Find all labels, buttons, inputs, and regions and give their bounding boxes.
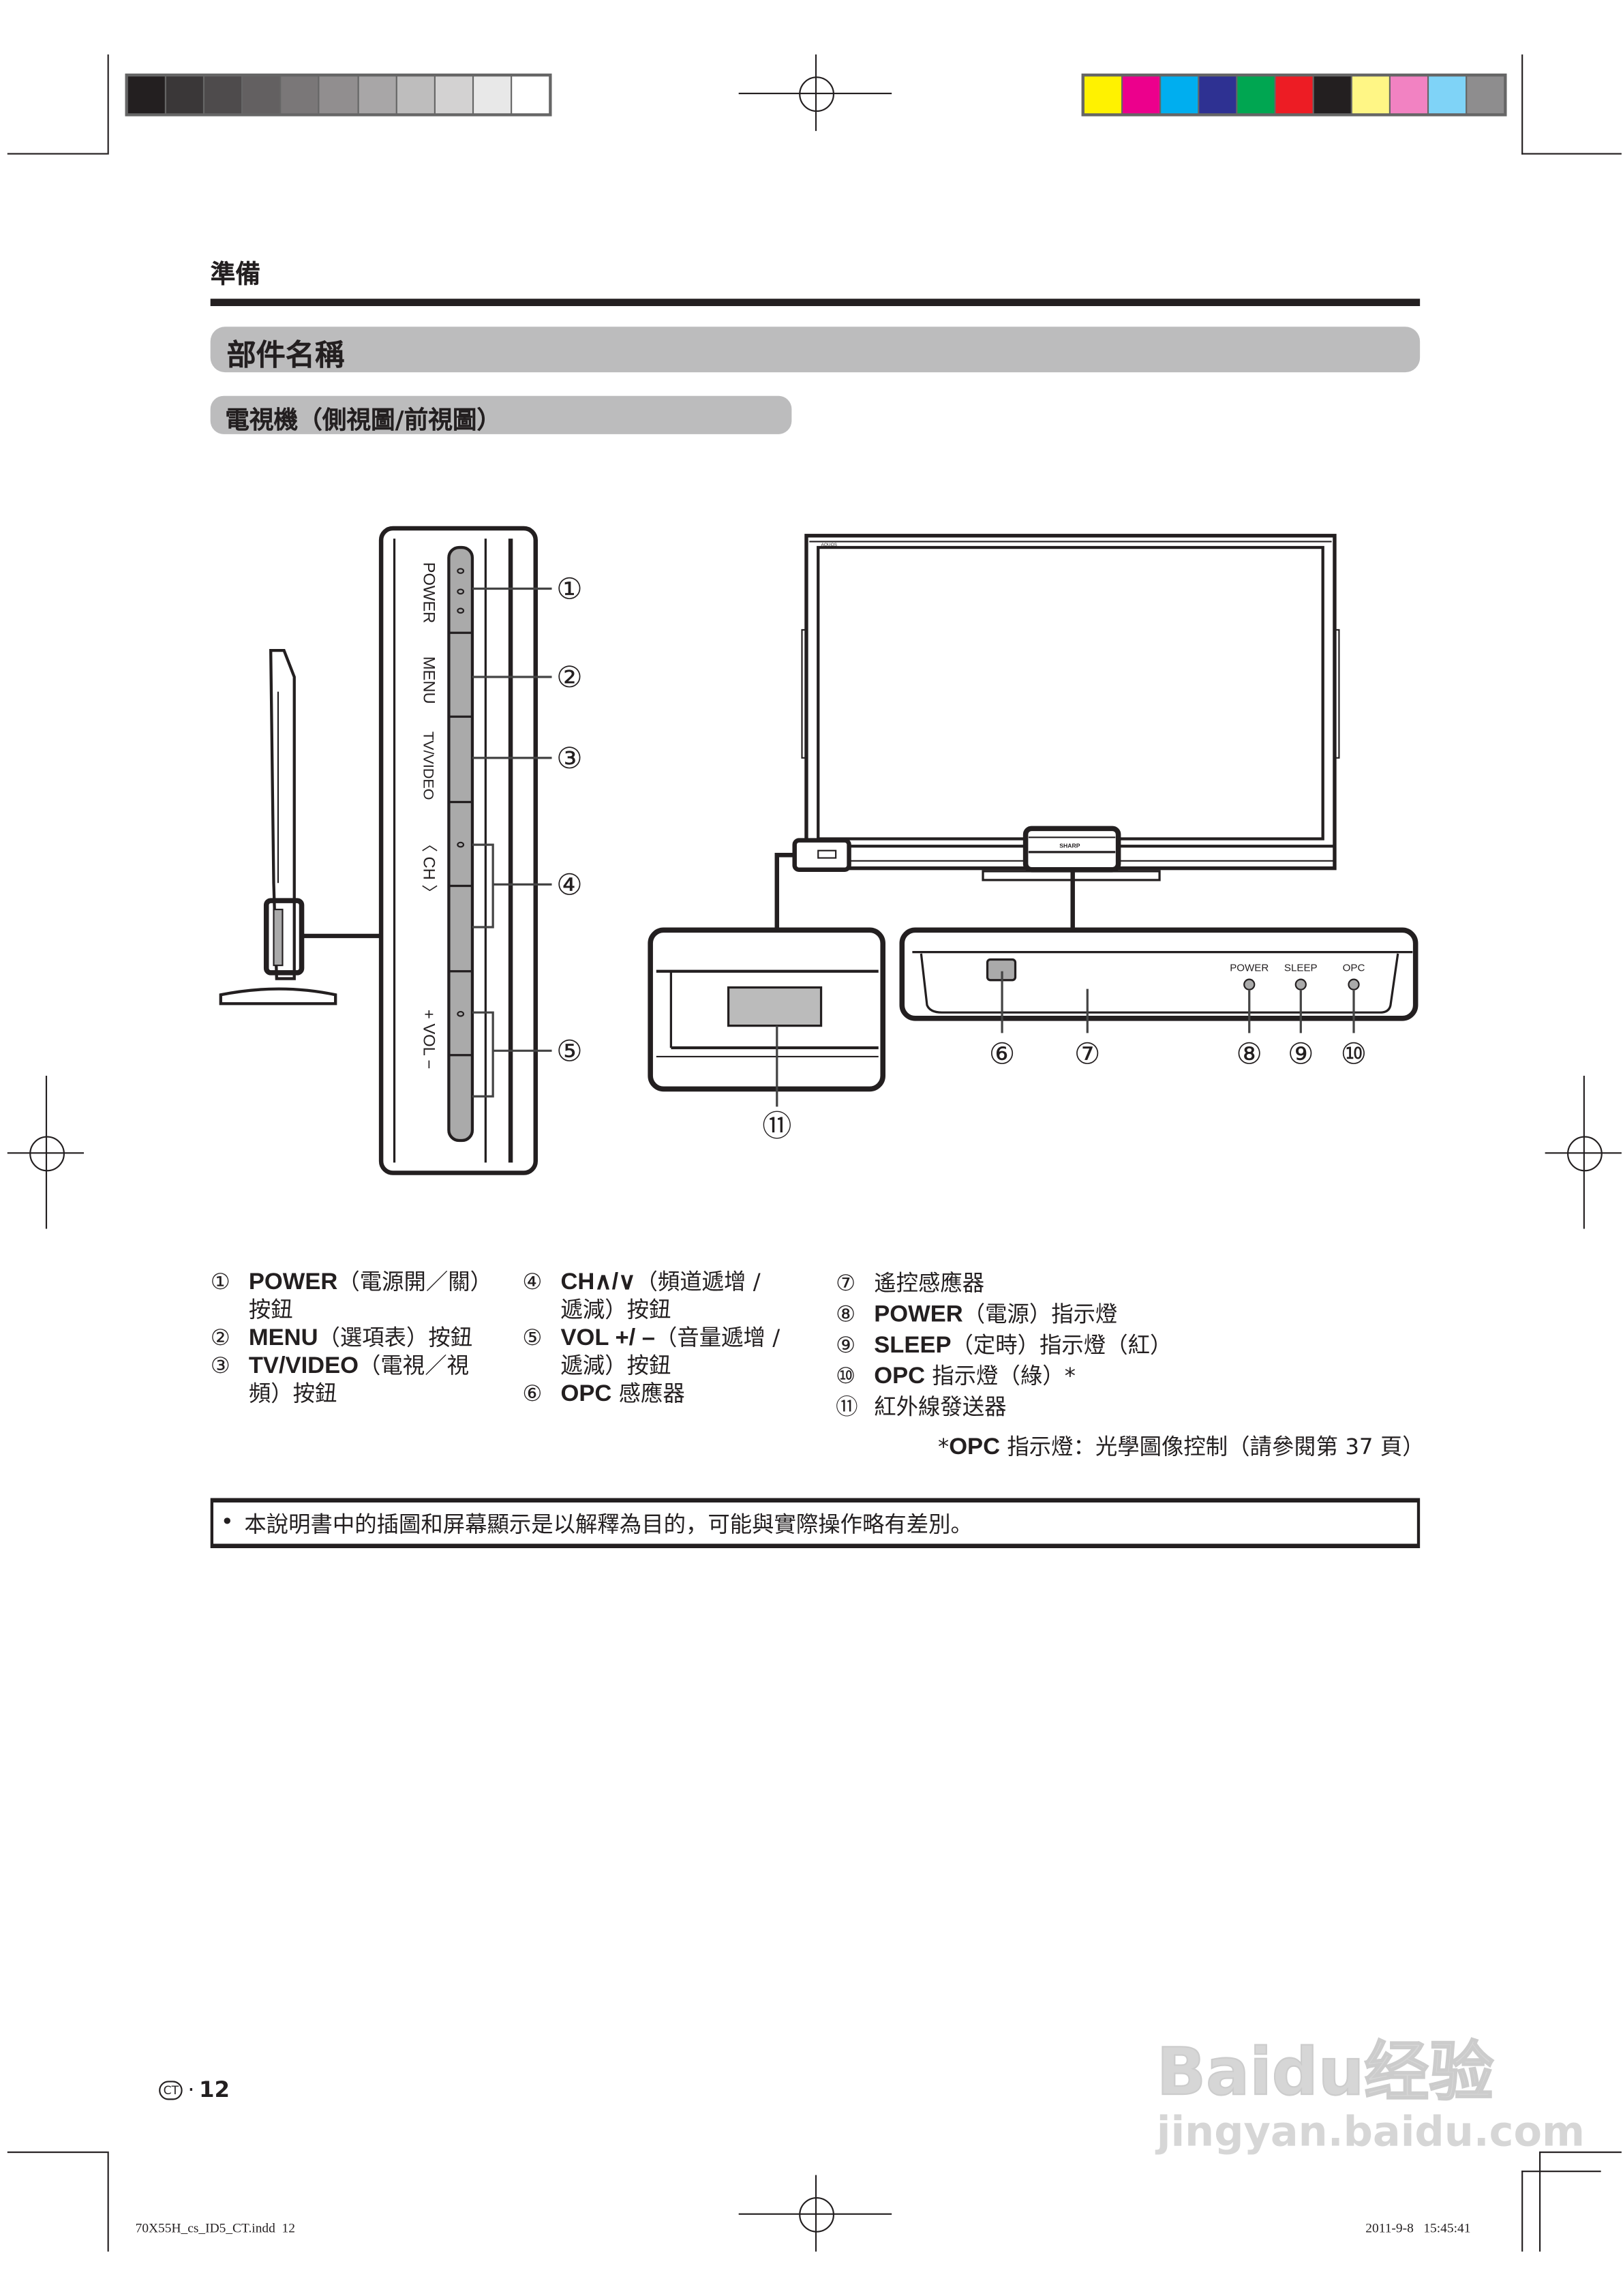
ir-emitter-zoom xyxy=(648,927,885,1107)
color-swatch xyxy=(1237,76,1275,114)
tv-parts-diagram: POWER MENU TV/VIDEO 〈 CH 〉 + VOL − AQUOS… xyxy=(219,526,1419,1175)
callout-11: ⑪ xyxy=(762,1111,791,1143)
color-swatch xyxy=(1161,76,1198,114)
bullet: • xyxy=(220,1508,234,1535)
callout-1: ① xyxy=(556,573,583,606)
indicator-label-opc: OPC xyxy=(1343,963,1365,974)
callout-7: ⑦ xyxy=(1074,1038,1101,1071)
subsection-header: 電視機（側視圖/前視圖） xyxy=(210,395,792,434)
section-title: 部件名稱 xyxy=(226,337,345,373)
indicator-label-power: POWER xyxy=(1230,963,1269,974)
color-swatch xyxy=(358,76,395,114)
tv-logo: AQUOS xyxy=(821,543,838,547)
color-swatch xyxy=(1275,76,1313,114)
chapter-title: 準備 xyxy=(210,260,261,290)
header-rule xyxy=(210,299,1421,307)
note-text: 本說明書中的插圖和屏幕顯示是以解釋為目的，可能與實際操作略有差別。 xyxy=(244,1511,973,1538)
front-panel-zoom xyxy=(899,927,1419,1033)
panel-label-ch: 〈 CH 〉 xyxy=(420,836,438,901)
baidu-watermark: Baidu经验 jingyan.baidu.com xyxy=(1156,2035,1586,2156)
color-swatch xyxy=(1429,76,1466,114)
panel-label-power: POWER xyxy=(420,562,438,624)
print-timestamp: 2011-9-8 15:45:41 xyxy=(1365,2220,1471,2236)
color-calibration-bar xyxy=(1081,73,1507,117)
disclaimer-note: • 本說明書中的插圖和屏幕顯示是以解釋為目的，可能與實際操作略有差別。 xyxy=(210,1498,1421,1548)
color-swatch xyxy=(204,76,242,114)
watermark-url: jingyan.baidu.com xyxy=(1156,2107,1586,2156)
ir-emitter-highlight xyxy=(792,838,851,873)
color-swatch xyxy=(1467,76,1504,114)
watermark-brand: Baidu经验 xyxy=(1156,2035,1495,2111)
tv-front-view xyxy=(774,534,1340,931)
callout-10: ⑩ xyxy=(1341,1038,1367,1071)
color-swatch xyxy=(166,76,204,114)
callout-5: ⑤ xyxy=(556,1035,583,1068)
color-swatch xyxy=(1314,76,1351,114)
panel-label-vol: + VOL − xyxy=(420,1010,438,1070)
callout-6: ⑥ xyxy=(989,1038,1016,1071)
color-swatch xyxy=(1084,76,1121,114)
color-swatch xyxy=(320,76,357,114)
color-swatch xyxy=(243,76,280,114)
callout-9: ⑨ xyxy=(1288,1038,1314,1071)
panel-label-menu: MENU xyxy=(420,656,438,704)
callout-4: ④ xyxy=(556,868,583,901)
opc-footnote: *OPC 指示燈：光學圖像控制（請參閱第 37 頁） xyxy=(938,1433,1425,1460)
indicator-label-sleep: SLEEP xyxy=(1284,963,1318,974)
grayscale-calibration-bar xyxy=(125,73,552,117)
callout-3: ③ xyxy=(556,742,583,775)
color-swatch xyxy=(1199,76,1237,114)
side-buttons-highlight xyxy=(263,898,305,976)
color-swatch xyxy=(282,76,319,114)
color-swatch xyxy=(473,76,511,114)
color-swatch xyxy=(397,76,434,114)
panel-label-tv-video: TV/VIDEO xyxy=(421,731,438,800)
section-header: 部件名稱 xyxy=(210,327,1421,373)
brand-logo: SHARP xyxy=(1059,842,1080,849)
color-swatch xyxy=(127,76,165,114)
language-badge: CT xyxy=(159,2080,183,2100)
color-swatch xyxy=(1352,76,1389,114)
subsection-title: 電視機（側視圖/前視圖） xyxy=(225,406,502,434)
color-swatch xyxy=(1123,76,1160,114)
tv-side-profile xyxy=(219,648,382,1006)
side-button-panel xyxy=(378,526,552,1175)
front-panel-highlight xyxy=(1022,826,1121,873)
callout-8: ⑧ xyxy=(1236,1038,1262,1071)
color-swatch xyxy=(512,76,549,114)
callout-2: ② xyxy=(556,661,583,694)
file-info: 70X55H_cs_ID5_CT.indd 12 xyxy=(135,2220,295,2236)
page-number: CT · 12 xyxy=(159,2076,230,2103)
color-swatch xyxy=(1390,76,1427,114)
color-swatch xyxy=(435,76,472,114)
